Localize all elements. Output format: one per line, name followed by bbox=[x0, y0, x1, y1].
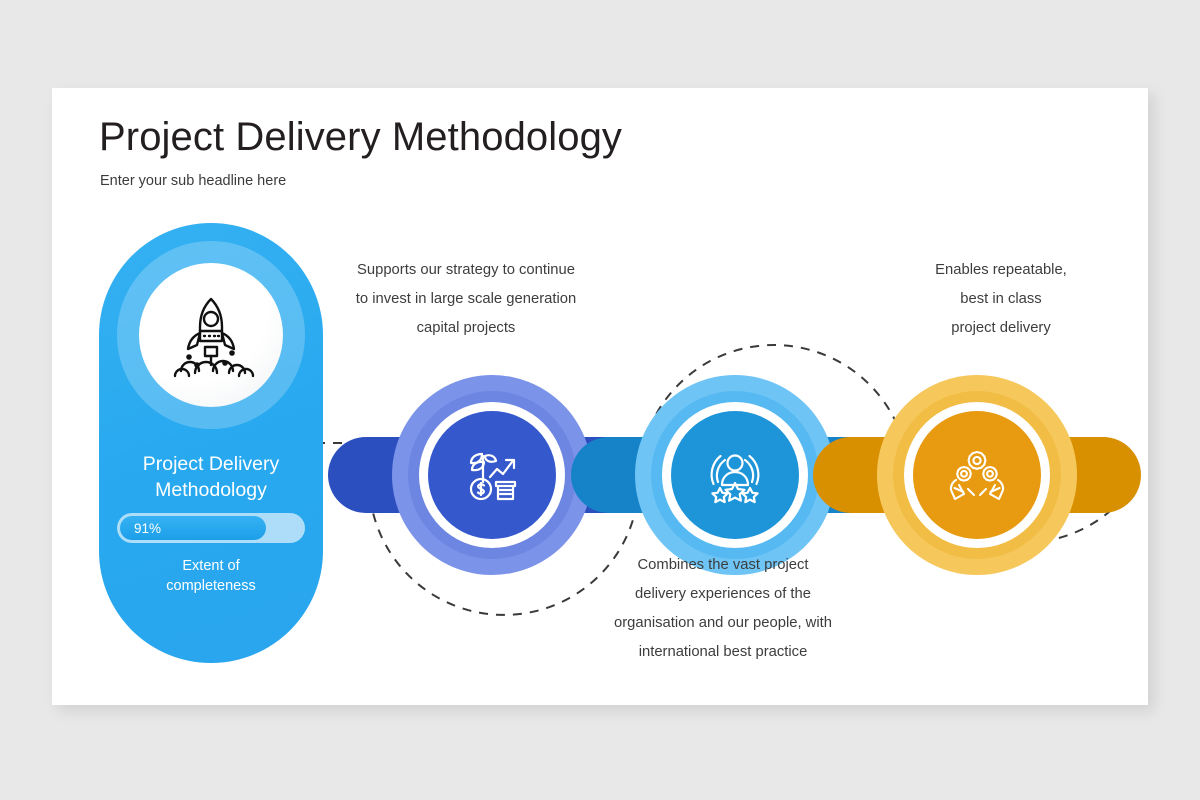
hands-gears-icon bbox=[942, 440, 1012, 510]
page-title: Project Delivery Methodology bbox=[99, 115, 623, 159]
progress-value-label: 91% bbox=[134, 520, 162, 536]
slide-card: Project Delivery Methodology Enter your … bbox=[52, 88, 1148, 705]
progress-bar[interactable]: 91% bbox=[117, 513, 305, 543]
person-stars-icon bbox=[700, 440, 770, 510]
progress-bar-fill: 91% bbox=[120, 516, 266, 540]
money-growth-icon bbox=[457, 440, 527, 510]
node-experience[interactable] bbox=[571, 365, 899, 585]
rocket-icon bbox=[139, 263, 283, 407]
node-repeatable-core bbox=[913, 411, 1041, 539]
pill-icon-ring bbox=[117, 241, 305, 429]
node-investment[interactable] bbox=[328, 365, 656, 585]
node-investment-core bbox=[428, 411, 556, 539]
node-repeatable[interactable] bbox=[813, 365, 1141, 585]
page-subtitle: Enter your sub headline here bbox=[100, 173, 287, 189]
node-experience-core bbox=[671, 411, 799, 539]
